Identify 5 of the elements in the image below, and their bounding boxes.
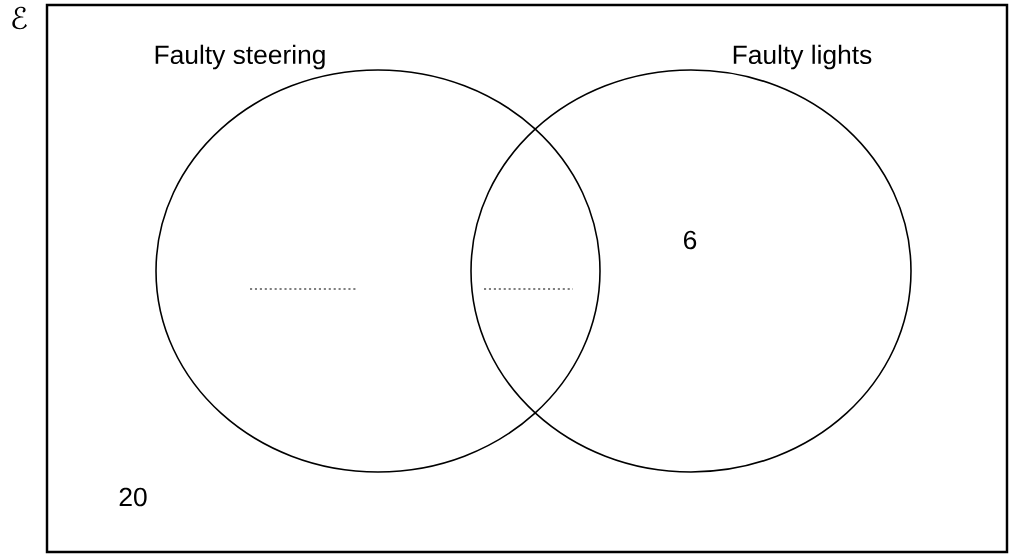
node-label: ℰ — [12, 6, 27, 30]
node-label: Faulty steering — [155, 44, 325, 70]
region-count: 20 — [119, 487, 147, 507]
node-label: Faulty lights — [733, 44, 872, 70]
region-count: 6 — [684, 230, 697, 250]
